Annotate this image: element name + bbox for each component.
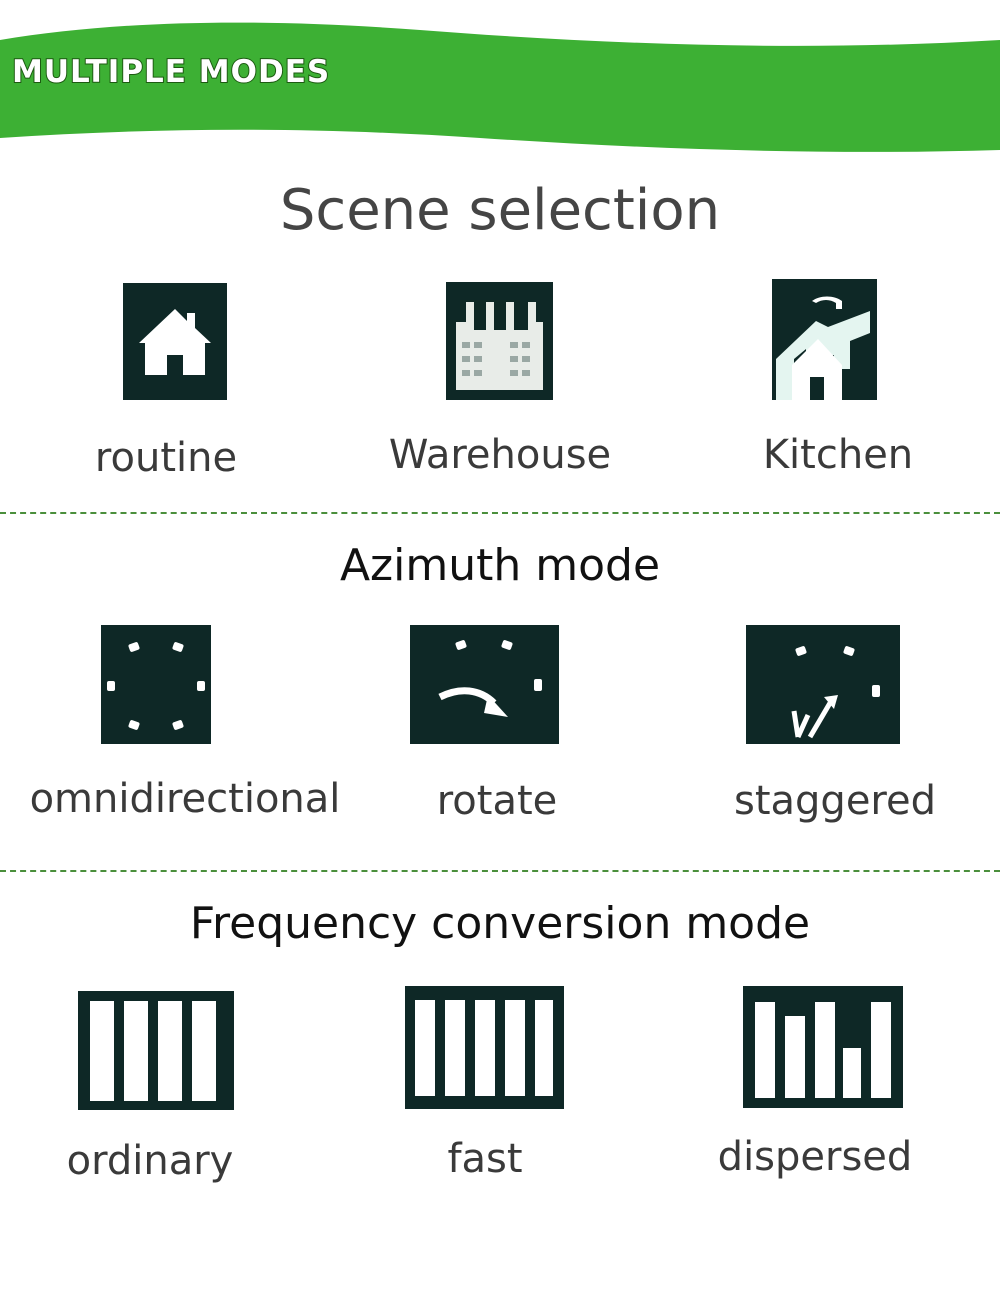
staggered-icon[interactable] — [746, 625, 900, 744]
banner-title: MULTIPLE MODES — [11, 53, 331, 91]
house-icon[interactable] — [123, 283, 227, 400]
banner-wave — [0, 22, 1000, 152]
ordinary-bars-icon[interactable] — [78, 991, 234, 1110]
kitchen-house-icon[interactable] — [772, 279, 877, 400]
divider — [0, 870, 1000, 872]
azimuth-label-staggered: staggered — [734, 778, 936, 824]
divider — [0, 512, 1000, 514]
scene-label-warehouse: Warehouse — [388, 432, 612, 478]
fast-bars-icon[interactable] — [405, 986, 564, 1109]
omnidirectional-icon[interactable] — [101, 625, 211, 744]
scene-label-routine: routine — [94, 435, 238, 481]
banner: MULTIPLE MODES — [0, 0, 1000, 170]
azimuth-label-omnidirectional: omnidirectional — [29, 776, 341, 822]
scene-label-kitchen: Kitchen — [762, 432, 914, 478]
frequency-label-fast: fast — [447, 1136, 523, 1182]
frequency-label-ordinary: ordinary — [66, 1138, 234, 1184]
factory-icon[interactable] — [446, 282, 553, 400]
azimuth-heading: Azimuth mode — [339, 540, 661, 591]
frequency-heading: Frequency conversion mode — [189, 898, 811, 949]
azimuth-label-rotate: rotate — [436, 778, 558, 824]
rotate-icon[interactable] — [410, 625, 559, 744]
frequency-label-dispersed: dispersed — [717, 1134, 913, 1180]
scene-heading: Scene selection — [279, 178, 721, 243]
dispersed-bars-icon[interactable] — [743, 986, 903, 1108]
